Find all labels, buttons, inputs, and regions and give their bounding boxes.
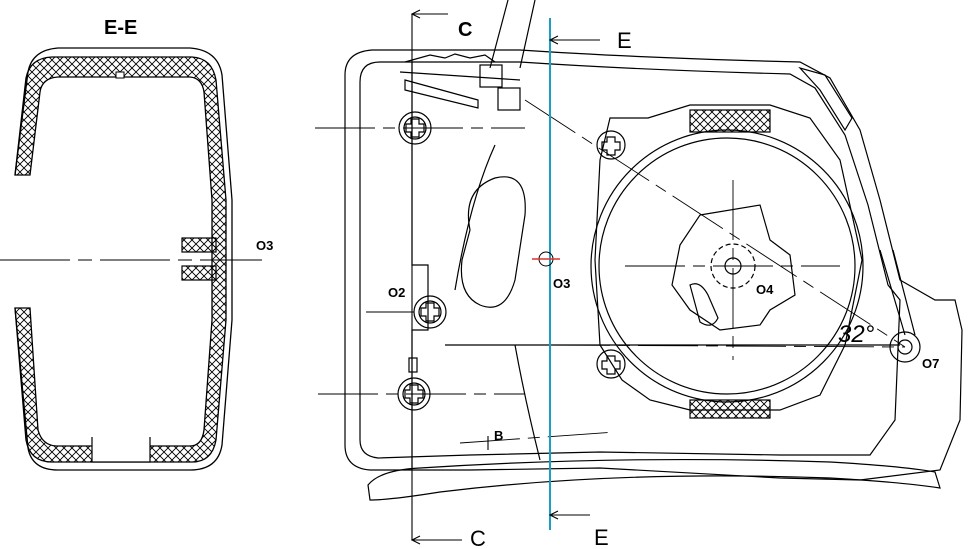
section-pin-lower: [181, 265, 217, 281]
screw-right-top: [596, 130, 626, 160]
section-outer-profile: [14, 47, 233, 471]
label-c-top: C: [458, 19, 472, 41]
coil-bottom: [689, 399, 771, 419]
label-angle: 32°: [838, 321, 875, 348]
label-b: B: [494, 428, 503, 443]
section-wall-top: [14, 56, 227, 463]
label-e-bottom: E: [594, 525, 609, 549]
line-b: [459, 431, 616, 444]
section-view-e-e: E-E O3: [0, 17, 273, 471]
label-o2: O2: [388, 285, 405, 300]
label-o7: O7: [922, 356, 939, 371]
housing-outer-outline: [344, 49, 963, 481]
ratchet-teeth: [399, 53, 521, 81]
slanted-bar: [404, 79, 479, 109]
lower-arc: [514, 344, 541, 461]
housing-inner-outline: [359, 61, 901, 459]
section-o3-label: O3: [256, 238, 273, 253]
pivot-o7-inner: [897, 339, 913, 355]
line-horizontal-o7: [549, 344, 906, 348]
motor-frame: [594, 104, 863, 411]
drum-inner: [598, 137, 856, 395]
arrow-e-bottom: [548, 510, 590, 520]
screw-o2: [413, 295, 447, 329]
centerlines: [315, 99, 906, 444]
clip-part: [479, 64, 503, 88]
label-e-top: E: [617, 28, 632, 53]
blade-curve: [367, 458, 941, 501]
screw-bottom: [397, 357, 431, 411]
section-notch-top: [115, 71, 125, 79]
arrow-c-bottom: [410, 535, 462, 545]
screw-right-bottom: [596, 349, 626, 379]
label-c-bottom: C: [470, 526, 486, 549]
elongated-slot: [460, 176, 526, 308]
spring-arm: [879, 249, 916, 336]
drum-outer: [590, 129, 864, 403]
handle-top: [489, 0, 536, 69]
cam-lobe: [689, 283, 719, 326]
section-slot-bottom: [91, 437, 151, 463]
rotor-cam: [671, 204, 796, 331]
section-title: E-E: [104, 17, 137, 39]
coil-top: [689, 109, 771, 133]
clip-part-2: [497, 87, 521, 111]
section-pin-upper: [181, 237, 217, 253]
arrow-e-top: [548, 35, 600, 45]
section-marks: [366, 9, 600, 545]
label-o3: O3: [553, 276, 570, 291]
main-view: [344, 0, 963, 501]
o3-marker: [532, 251, 560, 267]
corner-detail: [798, 66, 853, 132]
slot-arc: [454, 144, 496, 291]
label-o4: O4: [756, 282, 774, 297]
line-o4-o7: [524, 99, 906, 348]
arrow-c-top: [410, 9, 448, 19]
